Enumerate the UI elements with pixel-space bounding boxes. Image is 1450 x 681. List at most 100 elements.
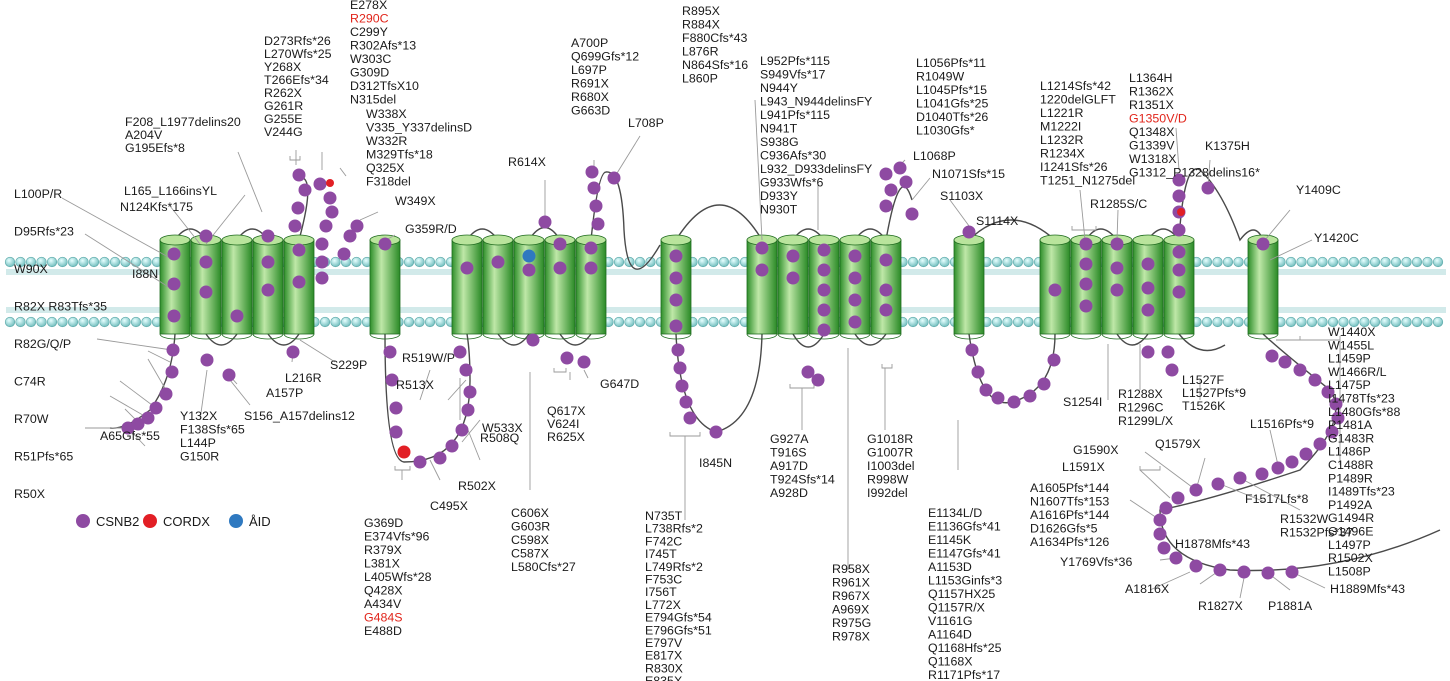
lipid-head: [918, 256, 929, 268]
transmembrane-helices: [159, 234, 1279, 340]
csnb2-variant-dot: [1172, 189, 1186, 203]
variant-label: E797V: [645, 636, 683, 650]
csnb2-variant-dot: [389, 401, 403, 415]
leader-line: [419, 369, 431, 401]
variant-label: A917D: [770, 459, 808, 473]
helix-bottom: [1132, 333, 1164, 340]
variant-label: S156_A157delins12: [244, 409, 355, 423]
variant-label: F1517Lfs*8: [1245, 492, 1308, 506]
lipid-head: [36, 316, 47, 328]
lipid-head: [403, 316, 415, 328]
variant-label: G1483R: [1328, 431, 1374, 445]
lipid-head: [1401, 256, 1412, 268]
leader-line: [119, 380, 157, 409]
variant-label: E278X: [350, 0, 387, 12]
lipid-head: [1222, 316, 1234, 328]
variant-label: A1153D: [928, 560, 972, 574]
variant-label: R691X: [571, 77, 609, 91]
helix-bottom: [283, 333, 315, 340]
lipid-head: [1401, 316, 1412, 328]
variant-label: L772X: [645, 598, 681, 612]
variant-label: E374Vfs*96: [364, 530, 430, 544]
lipid-head: [939, 316, 950, 328]
bracket: [669, 432, 701, 437]
csnb2-variant-dot: [1048, 283, 1062, 297]
lipid-head: [729, 256, 740, 268]
leader-line: [169, 205, 201, 245]
leader-line: [613, 135, 641, 179]
leader-line: [467, 429, 481, 461]
csnb2-variant-dot: [801, 365, 815, 379]
lipid-head: [645, 316, 656, 328]
csnb2-variant-dot: [1110, 283, 1124, 297]
csnb2-variant-dot: [1153, 513, 1167, 527]
variant-label: N124Kfs*175: [120, 200, 193, 214]
csnb2-variant-dot: [199, 285, 213, 299]
helix-bottom: [746, 333, 778, 340]
csnb2-variant-dot: [319, 219, 333, 233]
csnb2-variant-dot: [455, 423, 469, 437]
variant-label: L1527F: [1182, 373, 1224, 387]
lipid-head: [634, 256, 646, 268]
lipid-head: [424, 316, 436, 328]
lipid-head: [634, 316, 646, 328]
variant-label: C606X: [511, 506, 549, 520]
variant-label: A1634Pfs*126: [1030, 535, 1109, 549]
csnb2-variant-dot: [313, 177, 327, 191]
variant-label: R961X: [832, 576, 870, 590]
csnb2-variant-dot: [669, 271, 683, 285]
lipid-head: [1411, 256, 1423, 268]
variant-label: L1480Gfs*88: [1328, 405, 1400, 419]
csnb2-variant-dot: [669, 319, 683, 333]
cordx-variant-dot: [1177, 208, 1185, 216]
lipid-head: [1390, 256, 1402, 268]
variant-label: C299Y: [350, 25, 388, 39]
csnb2-variant-dot: [1165, 363, 1179, 377]
csnb2-variant-dot: [1157, 541, 1171, 555]
variant-label: Q325X: [366, 161, 405, 175]
csnb2-variant-dot: [1037, 377, 1051, 391]
variant-label: L580Cfs*27: [511, 560, 576, 574]
csnb2-variant-dot: [325, 205, 339, 219]
variant-label: L1475P: [1328, 378, 1371, 392]
leader-line: [583, 369, 589, 379]
csnb2-variant-dot: [553, 237, 567, 251]
variant-label: L216R: [285, 371, 322, 385]
variant-label: R1502X: [1328, 551, 1373, 565]
lipid-head: [78, 256, 89, 268]
lipid-head: [414, 316, 425, 328]
variant-label: R1827X: [1198, 599, 1243, 613]
variant-label: E1134L/D: [928, 506, 982, 520]
variant-label: L952Pfs*115: [760, 54, 830, 68]
variant-label: I1003del: [867, 459, 915, 473]
csnb2-variant-dot: [587, 181, 601, 195]
lipid-head: [1012, 316, 1024, 328]
variant-label: C495X: [430, 499, 468, 513]
csnb2-variant-dot: [1331, 411, 1345, 425]
variant-label: G1496E: [1328, 525, 1373, 539]
bracket: [1071, 226, 1097, 231]
backbone-loop: [1178, 333, 1226, 352]
variant-label: R302Afs*13: [350, 39, 416, 53]
csnb2-variant-dot: [1079, 277, 1093, 291]
csnb2-variant-dot: [1161, 345, 1175, 359]
lipid-head: [1380, 256, 1391, 268]
helix-top: [159, 234, 191, 246]
csnb2-variant-dot: [1169, 551, 1183, 565]
variant-label: N930T: [760, 203, 798, 217]
leader-line: [1144, 451, 1197, 491]
helix-bottom: [252, 333, 284, 340]
variant-label: W90X: [14, 262, 48, 276]
variant-label: Y1409C: [1296, 183, 1341, 197]
csnb2-variant-dot: [1201, 181, 1215, 195]
csnb2-variant-dot: [261, 229, 275, 243]
variant-label: R1049W: [916, 70, 965, 84]
leader-line: [1219, 483, 1266, 503]
csnb2-variant-dot: [433, 451, 447, 465]
variant-label: Q1348X: [1129, 125, 1174, 139]
csnb2-variant-dot: [389, 425, 403, 439]
lipid-head: [1359, 316, 1370, 328]
variant-label: C598X: [511, 533, 549, 547]
csnb2-variant-dot: [167, 247, 181, 261]
